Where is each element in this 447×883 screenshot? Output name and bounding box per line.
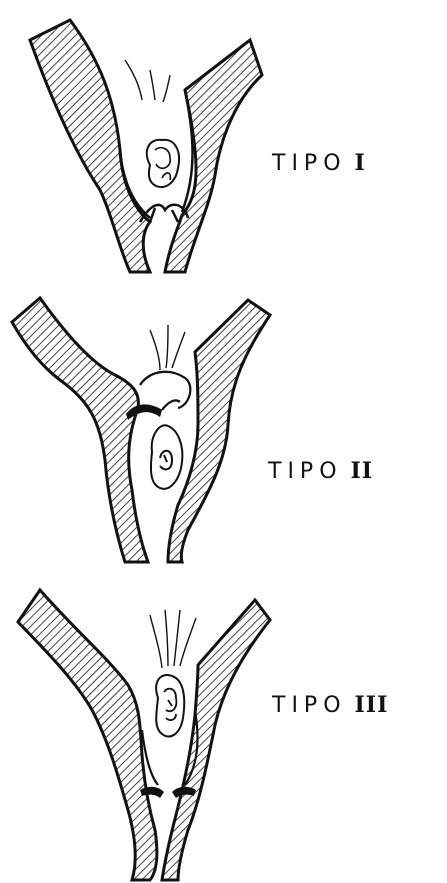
panel-tipo-3: TIPO III [0,580,447,870]
left-wall [18,590,157,880]
drawing-tipo-1 [0,0,447,290]
drawing-tipo-2 [0,290,447,580]
label-tipo-2: TIPO II [268,458,373,484]
left-wall [12,298,148,562]
label-numeral: II [351,458,374,484]
label-word: TIPO [268,459,343,484]
right-wall [162,600,270,880]
label-numeral: I [355,150,366,176]
label-tipo-1: TIPO I [272,150,366,176]
right-wall [168,300,270,562]
panel-tipo-2: TIPO II [0,290,447,580]
label-word: TIPO [272,151,347,176]
label-tipo-3: TIPO III [272,692,388,718]
mass [156,675,184,736]
drawing-tipo-3 [0,580,447,883]
mass [147,140,179,187]
label-word: TIPO [272,693,347,718]
mass [151,425,182,488]
label-numeral: III [355,692,389,718]
panel-tipo-1: TIPO I [0,0,447,290]
left-wall [30,20,150,272]
